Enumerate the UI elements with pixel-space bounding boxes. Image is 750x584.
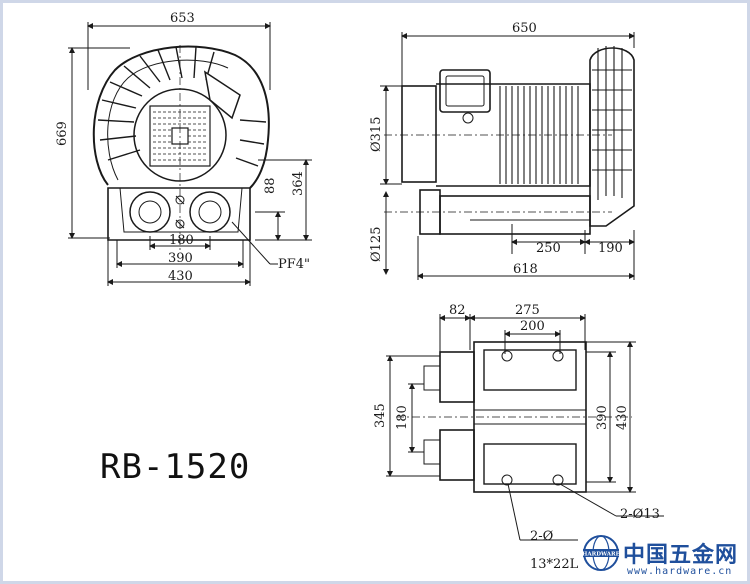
side-view <box>380 32 635 280</box>
dim-d315: Ø315 <box>369 117 384 152</box>
model-number: RB-1520 <box>100 447 251 487</box>
slot-label: 13*22L <box>530 557 579 572</box>
base-view <box>386 314 664 541</box>
dim-650: 650 <box>512 21 537 36</box>
site-url: www.hardware.cn <box>627 566 733 577</box>
dim-669: 669 <box>55 121 70 146</box>
dim-345: 345 <box>373 403 388 428</box>
globe-logo-icon: HARDWARE <box>582 535 620 571</box>
dim-180: 180 <box>169 233 194 248</box>
dim-364: 364 <box>291 171 306 196</box>
holes-label: 2-Ø13 <box>620 507 660 522</box>
dim-200: 200 <box>520 319 545 334</box>
dim-250: 250 <box>536 241 561 256</box>
holes-label-b: 2-Ø <box>530 529 553 544</box>
globe-text: HARDWARE <box>582 552 620 558</box>
dim-d125: Ø125 <box>369 227 384 262</box>
front-view <box>68 22 312 286</box>
dim-88: 88 <box>263 177 278 194</box>
dim-82: 82 <box>449 303 466 318</box>
dim-430b: 430 <box>615 405 630 430</box>
dim-653: 653 <box>170 11 195 26</box>
dim-390: 390 <box>168 251 193 266</box>
technical-drawing: 653 669 88 364 180 390 430 PF4" 650 Ø315… <box>55 11 664 572</box>
dim-390b: 390 <box>595 405 610 430</box>
dim-430: 430 <box>168 269 193 284</box>
site-name: 中国五金网 <box>623 543 739 568</box>
dim-275: 275 <box>515 303 540 318</box>
dim-618: 618 <box>513 262 538 277</box>
dim-190: 190 <box>598 241 623 256</box>
dim-180b: 180 <box>395 405 410 430</box>
port-label: PF4" <box>278 257 310 272</box>
